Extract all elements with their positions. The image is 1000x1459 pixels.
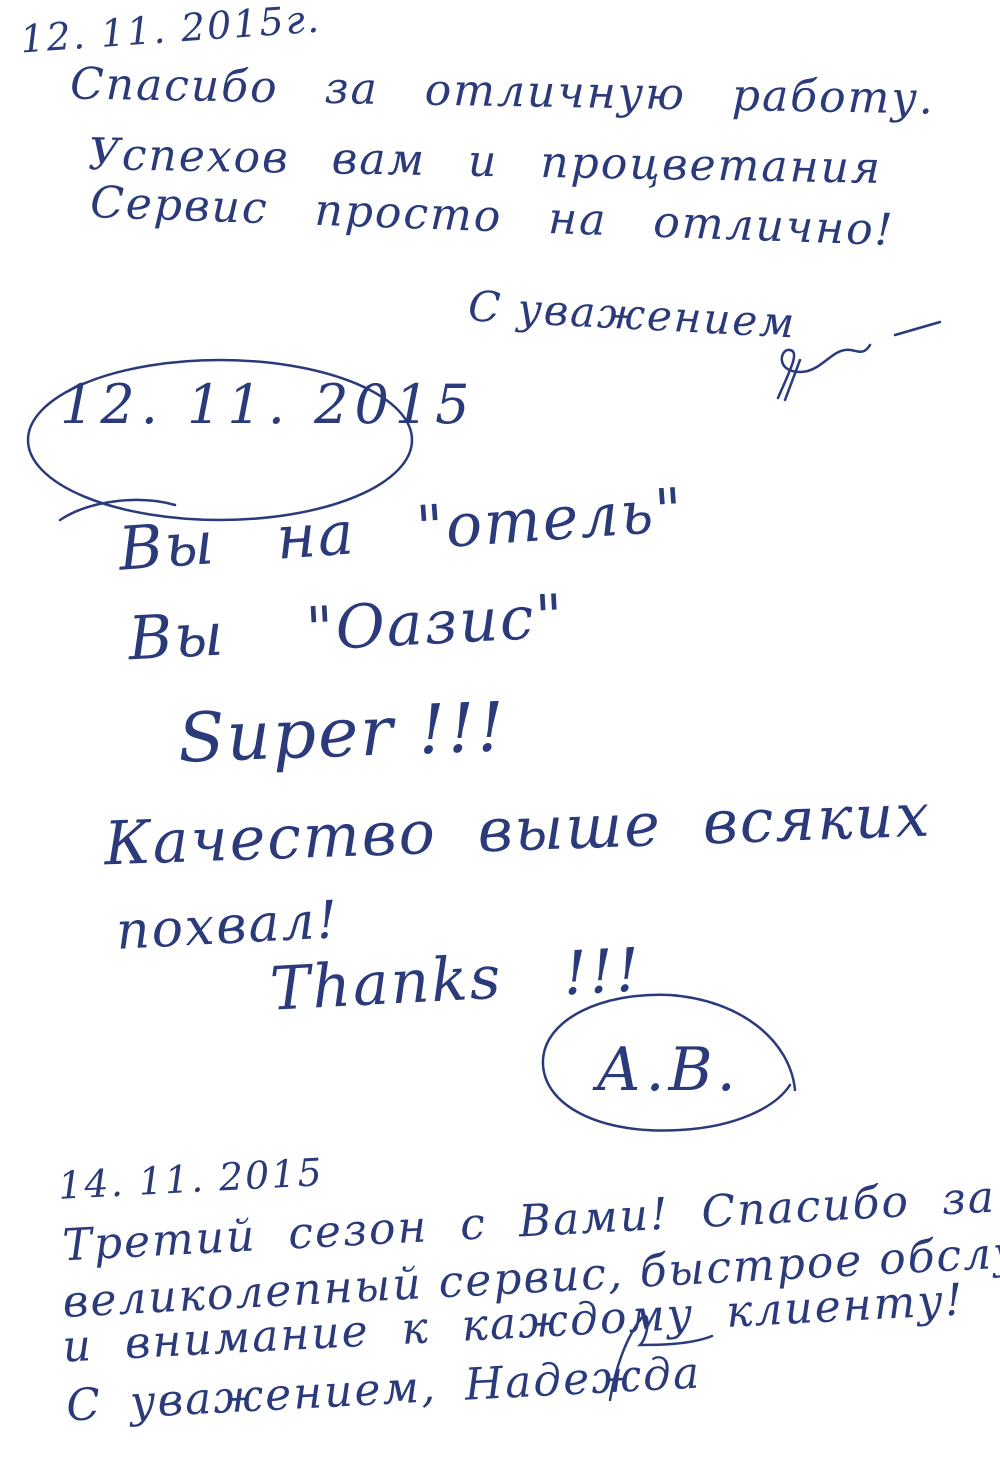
entry1-line: Спасибо за отличную работу. xyxy=(69,58,936,125)
signature-scribble xyxy=(776,320,942,402)
entry1-closing: С уважением xyxy=(466,281,798,348)
entry2-initials: А.В. xyxy=(596,1035,740,1105)
entry2-line: Thanks !!! xyxy=(268,935,644,1025)
entry2-line: Качество выше всяких xyxy=(103,780,933,880)
entry1-date: 12. 11. 2015г. xyxy=(18,0,323,62)
entry2-line: похвал! xyxy=(114,890,341,962)
entry2-line: Вы "Оазис" xyxy=(126,581,567,675)
entry2-line: Вы на "отель" xyxy=(116,475,687,585)
entry3-date: 14. 11. 2015 xyxy=(57,1150,325,1208)
entry2-date: 12. 11. 2015 xyxy=(60,373,476,436)
entry2-line: Super !!! xyxy=(176,688,508,779)
